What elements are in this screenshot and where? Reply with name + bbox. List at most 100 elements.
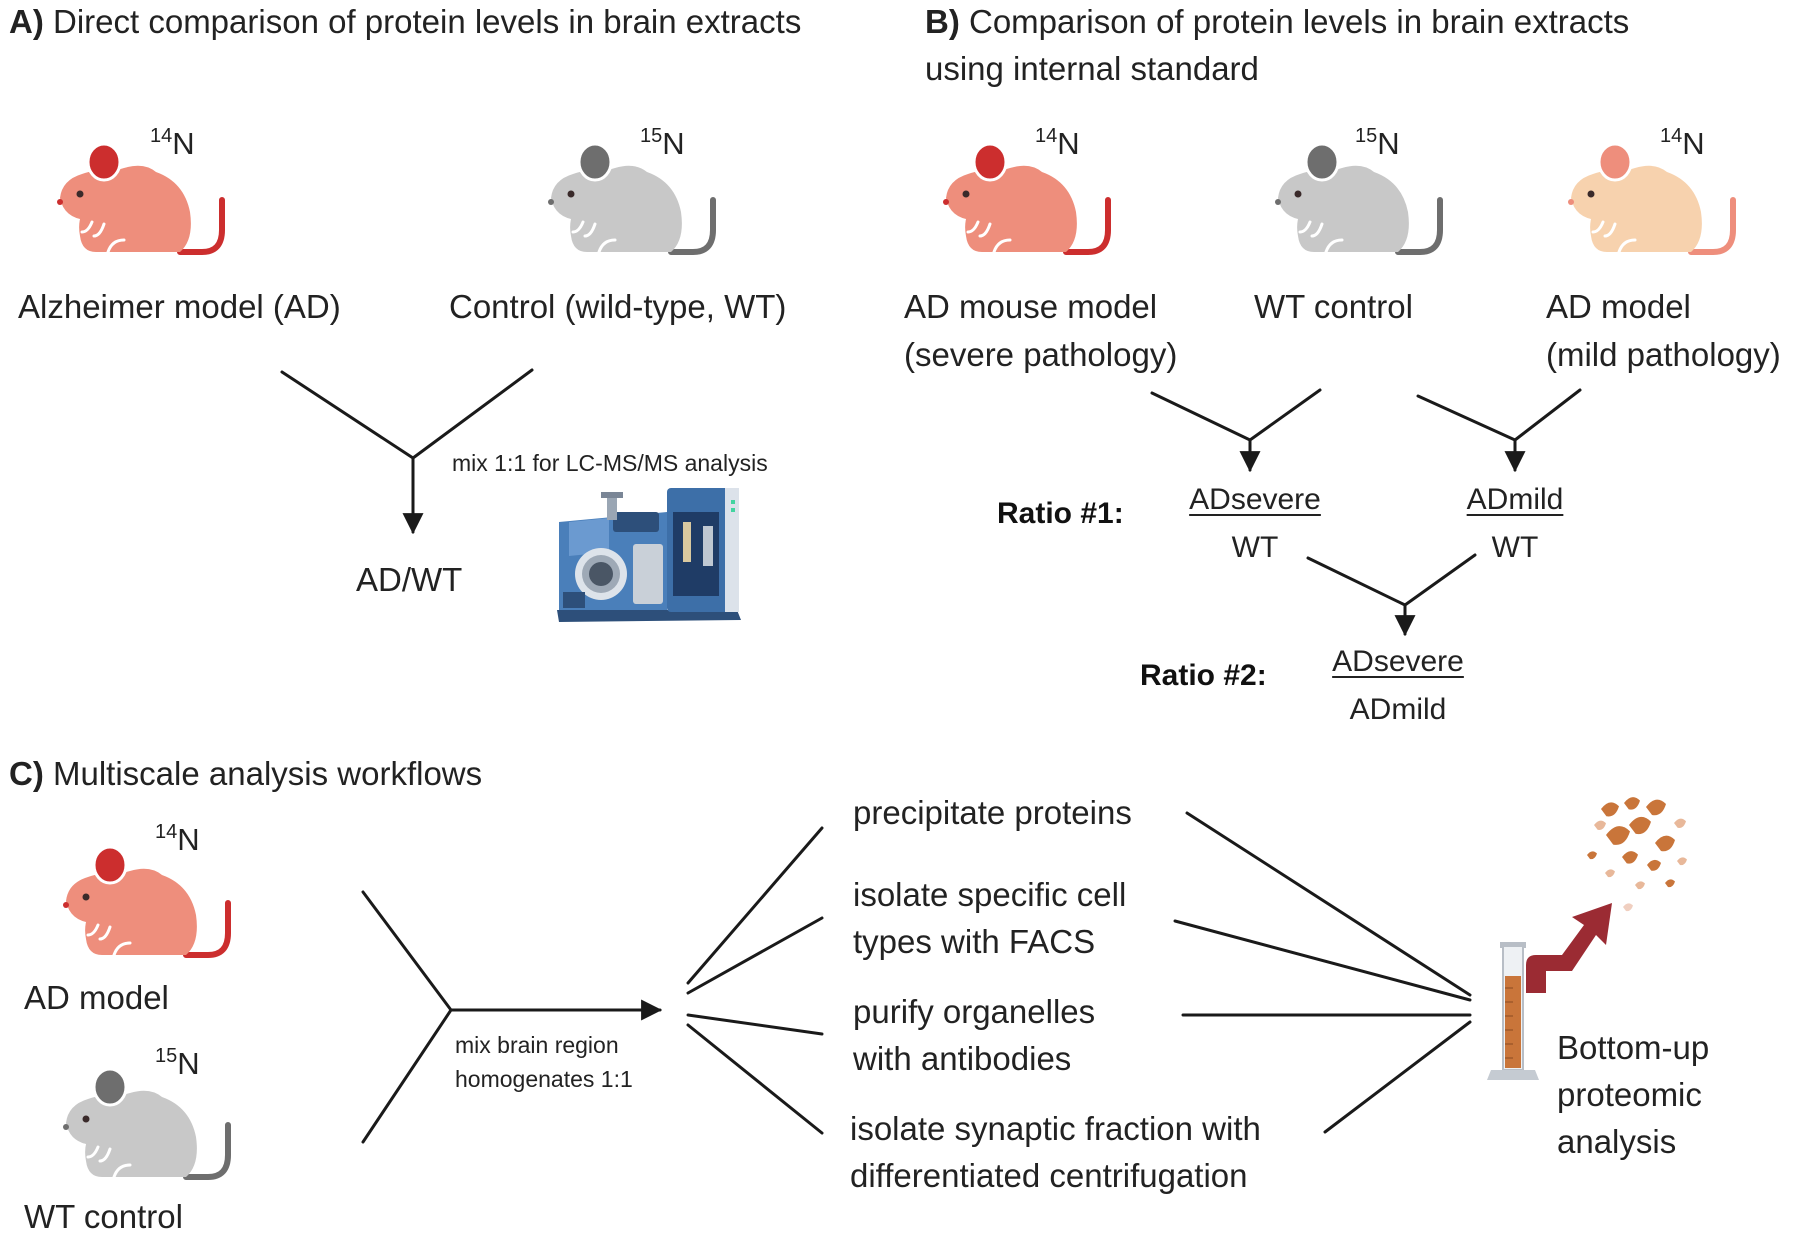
b-line-4 [1513, 388, 1582, 442]
workflow-4-line1: isolate synaptic fraction with [850, 1110, 1261, 1147]
peptide-fragment [1677, 857, 1687, 866]
isotope-symbol: N [177, 822, 200, 857]
isotope-label: 14N [1035, 125, 1080, 161]
mix-note: mix 1:1 for LC-MS/MS analysis [452, 450, 768, 476]
workflow-2-line2: types with FACS [853, 923, 1096, 960]
ratio-1b-denominator: WT [1491, 531, 1539, 564]
peptide-fragment [1665, 879, 1675, 888]
peptide-fragment [1622, 851, 1638, 864]
peptide-fragment [1587, 851, 1597, 860]
peptide-fragment [1635, 881, 1645, 890]
c-conv-2 [1173, 919, 1472, 1002]
isotope-symbol: N [1057, 126, 1080, 161]
mouse-label-line2: (severe pathology) [904, 336, 1178, 373]
workflow-3-line2: with antibodies [853, 1040, 1072, 1077]
panel-c-title-text: Multiscale analysis workflows [53, 755, 483, 792]
mouse-label: AD model [24, 979, 169, 1016]
a-line-left [280, 370, 415, 460]
isotope-symbol: N [177, 1046, 200, 1081]
peptide-fragment [1601, 802, 1619, 817]
isotope-symbol: N [172, 126, 195, 161]
panel-b-title-line1: Comparison of protein levels in brain ex… [969, 3, 1630, 40]
c-conv-4 [1323, 1020, 1472, 1134]
peptide-fragment [1594, 820, 1606, 830]
isotope-symbol: N [1682, 126, 1705, 161]
isotope-label: 15N [640, 126, 685, 161]
peptide-fragments-icon [1587, 797, 1687, 912]
peptide-fragment [1655, 835, 1675, 852]
workflow-2-line1: isolate specific cell [853, 876, 1127, 913]
peptide-fragment [1623, 903, 1633, 912]
c-line-bottom [361, 1008, 453, 1144]
isotope-label: 14N [155, 821, 200, 857]
workflow-1-line1: precipitate proteins [853, 794, 1132, 831]
workflow-3-line1: purify organelles [853, 993, 1096, 1030]
peptide-fragment [1646, 799, 1666, 816]
panel-c-letter: C) [9, 755, 44, 792]
mouse-label: AD mouse model [904, 288, 1158, 325]
peptide-fragment [1605, 869, 1615, 878]
isotope-symbol: N [662, 126, 685, 161]
isotope-mass: 14 [150, 125, 173, 147]
ratio-1b-numerator: ADmild [1445, 485, 1585, 515]
c-line-top [361, 890, 453, 1012]
workflow-4-line2: differentiated centrifugation [850, 1157, 1248, 1194]
mouse-icon [1568, 142, 1736, 255]
mouse-icon [943, 142, 1111, 255]
a-line-right [411, 368, 534, 460]
panel-b-title: B) Comparison of protein levels in brain… [925, 5, 1629, 38]
ratio-2-denominator: ADmild [1349, 693, 1447, 726]
peptide-fragment [1647, 859, 1661, 871]
peptide-fragment [1606, 826, 1630, 845]
output-line2: proteomic [1557, 1076, 1702, 1113]
isotope-mass: 15 [1355, 125, 1378, 147]
mix-note-line2: homogenates 1:1 [455, 1066, 633, 1092]
output-line3: analysis [1557, 1123, 1677, 1160]
isotope-mass: 14 [1660, 125, 1683, 147]
output-arrow-icon [1526, 903, 1612, 993]
ratio-1a-denominator: WT [1231, 531, 1279, 564]
panel-a-title-text: Direct comparison of protein levels in b… [53, 3, 802, 40]
c-conv-1 [1185, 811, 1472, 997]
isotope-label: 14N [150, 125, 195, 161]
b-line-5 [1306, 556, 1407, 607]
mouse-label-line2: (mild pathology) [1546, 336, 1781, 373]
mix-note-line1: mix brain region [455, 1032, 619, 1058]
c-fan-4 [686, 1023, 824, 1135]
c-fan-1 [686, 826, 824, 985]
mouse-icon [63, 845, 231, 958]
isotope-mass: 14 [155, 821, 178, 843]
mouse-label: WT control [1254, 288, 1413, 325]
isotope-label: 15N [1355, 125, 1400, 161]
ratio-2-label: Ratio #2: [1140, 659, 1267, 692]
mouse-label: WT control [24, 1198, 183, 1235]
panel-b-letter: B) [925, 3, 960, 40]
mass-spectrometer-icon [557, 488, 741, 622]
mouse-label: Control (wild-type, WT) [449, 288, 787, 325]
ratio-1-label: Ratio #1: [997, 497, 1124, 530]
b-line-2 [1248, 388, 1322, 442]
b-line-6 [1403, 553, 1477, 607]
peptide-fragment [1629, 816, 1651, 835]
mouse-icon [1275, 142, 1443, 255]
b-line-3 [1416, 394, 1517, 442]
ratio-2-numerator-text: ADsevere [1332, 645, 1464, 678]
mouse-icon [548, 142, 716, 255]
isotope-mass: 15 [155, 1045, 178, 1067]
panel-a-title: A) Direct comparison of protein levels i… [9, 5, 801, 38]
panel-b-title-line2: using internal standard [925, 50, 1259, 87]
mouse-icon [63, 1067, 231, 1180]
c-fan-2 [686, 916, 824, 995]
output-line1: Bottom-up [1557, 1029, 1710, 1066]
test-tube-icon [1487, 942, 1539, 1080]
isotope-mass: 14 [1035, 125, 1058, 147]
b-line-1 [1150, 391, 1252, 442]
mouse-icon [57, 142, 225, 255]
ratio-1a-numerator-text: ADsevere [1189, 483, 1321, 516]
isotope-label: 15N [155, 1045, 200, 1081]
isotope-symbol: N [1377, 126, 1400, 161]
mouse-label: AD model [1546, 288, 1691, 325]
peptide-fragment [1674, 818, 1686, 828]
